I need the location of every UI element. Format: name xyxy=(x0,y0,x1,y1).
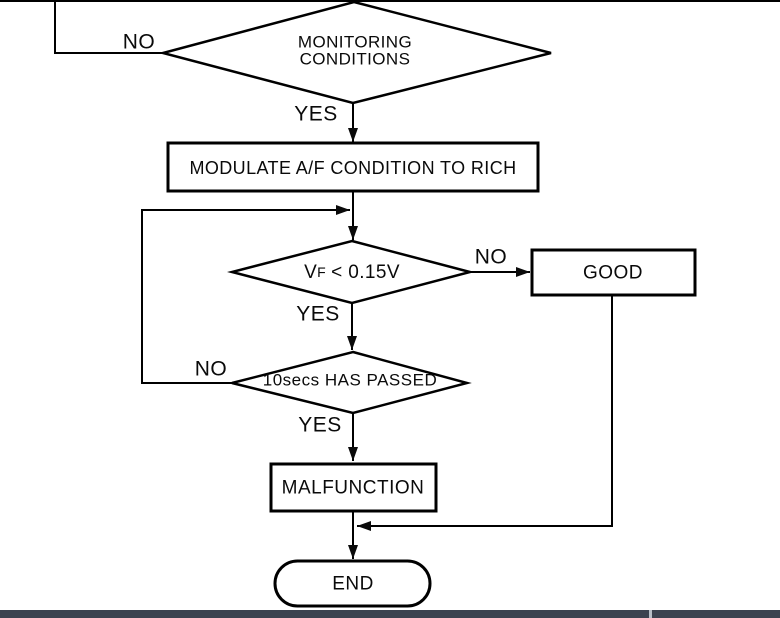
edge-good-join xyxy=(357,295,613,531)
edge-tensecs-no-loop xyxy=(141,205,350,384)
process-good xyxy=(530,248,697,297)
malfunction-label: MALFUNCTION xyxy=(282,478,425,499)
vf-base: V xyxy=(304,262,317,283)
branch-label-tensecs-no: NO xyxy=(195,358,228,381)
branch-label-monitoring-yes: YES xyxy=(294,103,338,126)
branch-label-tensecs-yes: YES xyxy=(298,414,342,437)
good-label: GOOD xyxy=(583,263,643,284)
end-label: END xyxy=(332,574,374,595)
vf-threshold-label: VF < 0.15V xyxy=(304,262,400,283)
monitoring-label-line2: CONDITIONS xyxy=(300,50,411,69)
pane-divider-notch xyxy=(649,610,652,618)
vf-subscript: F xyxy=(317,264,326,280)
tensecs-label: 10secs HAS PASSED xyxy=(263,371,437,390)
decision-10secs-passed xyxy=(231,350,472,415)
modulate-label: MODULATE A/F CONDITION TO RICH xyxy=(189,158,516,178)
window-bottom-frame xyxy=(0,610,780,618)
connector-monitoring-no-loop xyxy=(54,0,163,54)
branch-label-monitoring-no: NO xyxy=(123,31,156,54)
vf-rest: < 0.15V xyxy=(331,262,400,283)
branch-label-vf-no: NO xyxy=(475,246,508,269)
process-malfunction xyxy=(269,462,438,513)
branch-label-vf-yes: YES xyxy=(296,303,340,326)
terminator-end xyxy=(273,559,432,608)
process-modulate-af-rich xyxy=(166,141,540,193)
decision-monitoring-conditions xyxy=(158,0,552,105)
monitoring-label-line1: MONITORING xyxy=(298,33,412,52)
decision-vf-threshold xyxy=(227,239,475,305)
